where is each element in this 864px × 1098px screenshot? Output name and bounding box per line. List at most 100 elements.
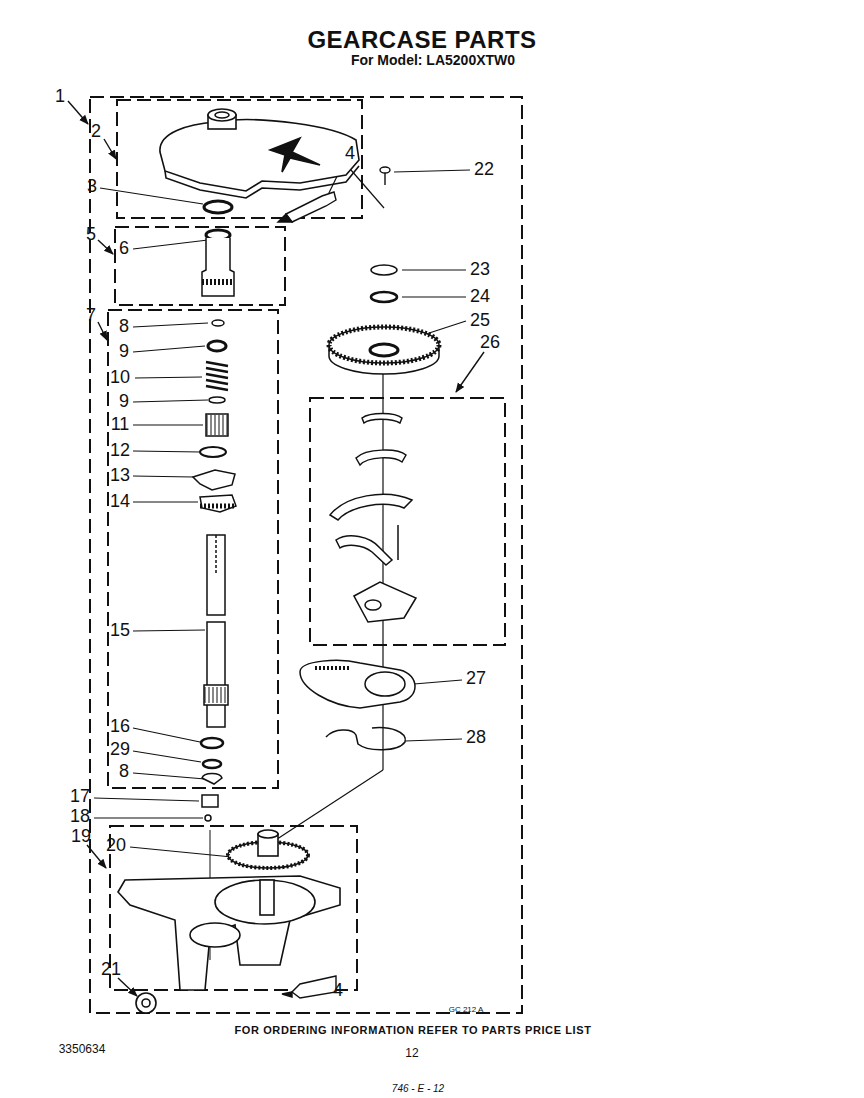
shaft-stack (200, 495, 236, 512)
gearcase-housing (260, 880, 274, 915)
leader-line (133, 400, 208, 402)
shaft-stack (206, 414, 228, 436)
group-outline (110, 826, 357, 990)
leader-line (268, 770, 383, 845)
gearcase-housing (118, 830, 340, 1013)
drive-gear-set (370, 344, 398, 356)
callout-number: 10 (110, 368, 130, 388)
model-line: For Model: LA5200XTW0 (351, 53, 515, 68)
handwritten-note: 746 - E - 12 (392, 1083, 444, 1094)
drive-gear-set (300, 265, 439, 750)
shaft-stack (205, 815, 211, 821)
shaft-stack (203, 760, 221, 768)
shaft-stack (202, 774, 222, 785)
drive-gear-set (315, 666, 350, 670)
gearcase-housing (142, 999, 150, 1007)
callout-number: 18 (70, 807, 90, 827)
callout-number: 23 (470, 260, 490, 280)
callout-number: 15 (110, 621, 130, 641)
gear-cover (215, 112, 229, 118)
callout-number: 9 (119, 392, 129, 412)
leader-arrow (104, 139, 116, 159)
leader-line (133, 323, 208, 327)
leader-line (130, 847, 232, 857)
gearcase-housing (136, 993, 156, 1013)
shaft-stack (193, 201, 236, 960)
callout-number: 9 (119, 342, 129, 362)
leader-line (133, 501, 198, 502)
callout-number: 21 (101, 960, 121, 980)
callout-number: 20 (106, 836, 126, 856)
callout-number: 7 (86, 306, 96, 326)
drive-gear-set (329, 327, 439, 363)
leader-arrow (98, 322, 107, 340)
leader-line (133, 630, 205, 631)
callout-number: 14 (110, 492, 130, 512)
gearcase-housing (258, 830, 278, 838)
leader-line (394, 170, 470, 172)
callout-number: 26 (480, 333, 500, 353)
group-outline (310, 398, 505, 645)
grease-tube (278, 214, 292, 222)
shaft-stack (193, 470, 235, 490)
shaft-stack (215, 535, 217, 575)
callout-number: 4 (333, 981, 343, 1001)
leader-line (94, 817, 203, 818)
callout-number: 6 (119, 239, 129, 259)
drive-gear-set (336, 536, 392, 565)
drive-gear-set (326, 728, 405, 750)
grease-tube (292, 976, 336, 998)
shaft-stack (206, 415, 228, 435)
callout-number: 29 (110, 740, 130, 760)
group-outline (90, 97, 522, 1013)
shaft-stack (206, 362, 228, 390)
leader-arrow (87, 845, 106, 868)
leader-line (414, 680, 462, 684)
leader-line (133, 728, 200, 742)
drive-gear-set (354, 582, 416, 622)
leader-arrow (118, 978, 137, 996)
drive-gear-set (330, 494, 412, 520)
callout-number: 3 (87, 177, 97, 197)
shaft-stack (204, 201, 232, 213)
leader-line (402, 296, 466, 297)
shaft-stack (202, 795, 218, 807)
callout-number: 17 (70, 787, 90, 807)
screw (384, 173, 385, 185)
leader-line (133, 773, 205, 779)
callout-number: 27 (466, 669, 486, 689)
shaft-stack (204, 687, 228, 703)
leader-line (382, 372, 383, 770)
shaft-stack (202, 279, 234, 285)
callout-number: 25 (470, 311, 490, 331)
group-outline (115, 227, 285, 305)
leader-line (135, 377, 202, 378)
shaft-stack (207, 535, 225, 615)
shaft-stack (202, 238, 234, 296)
shaft-stack (207, 622, 225, 727)
callout-number: 19 (71, 827, 91, 847)
leader-line (405, 739, 462, 741)
callout-number: 13 (110, 466, 130, 486)
group-outline (108, 310, 278, 788)
callout-number: 8 (119, 317, 129, 337)
shaft-stack (200, 504, 236, 509)
screw (380, 167, 390, 173)
group-outline (90, 97, 522, 1013)
leader-line (133, 451, 201, 452)
drive-gear-set (365, 672, 405, 696)
grease-tube (286, 192, 336, 222)
leader-arrow (456, 352, 484, 392)
gear-cover (160, 120, 359, 191)
callout-number: 5 (86, 225, 96, 245)
callout-number: 2 (91, 122, 101, 142)
callout-number: 8 (119, 762, 129, 782)
leader-arrow (68, 101, 484, 996)
shaft-stack (212, 320, 224, 326)
drive-gear-set (397, 525, 399, 560)
leader-line (133, 476, 193, 477)
shaft-stack (209, 397, 225, 403)
page-number: 12 (405, 1047, 418, 1060)
shaft-stack (200, 447, 226, 457)
drive-gear-set (371, 265, 397, 275)
